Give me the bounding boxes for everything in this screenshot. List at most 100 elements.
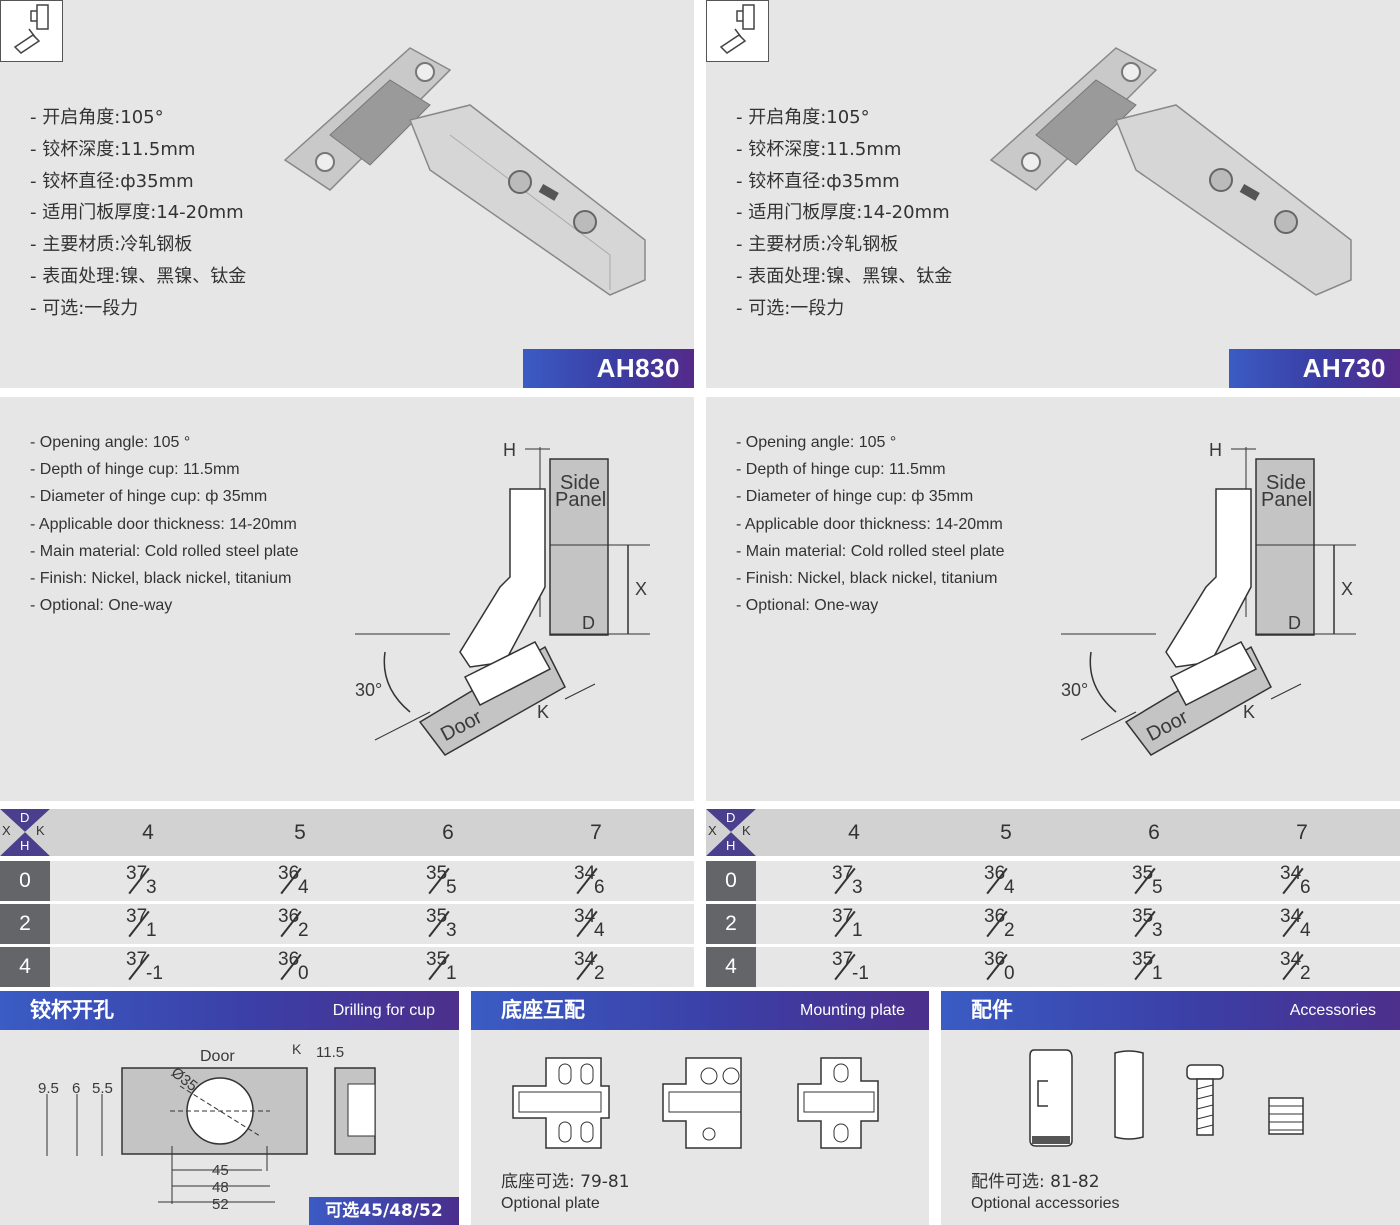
section-header: 底座互配 Mounting plate xyxy=(471,991,929,1030)
section-title-cn: 配件 xyxy=(971,998,1013,1022)
hinge-install-diagram xyxy=(355,447,650,756)
dim-label: 9.5 xyxy=(38,1080,59,1097)
product-panel-ah730: - 开启角度:105° - 铰杯深度:11.5mm - 铰杯直径:ф35mm -… xyxy=(706,0,1400,388)
mounting-plate-icon xyxy=(662,1057,742,1149)
section-header: 铰杯开孔 Drilling for cup xyxy=(0,991,459,1030)
screw-icon xyxy=(1186,1064,1224,1136)
corner-x: X xyxy=(708,823,717,838)
row-key: 2 xyxy=(0,904,50,944)
drilling-section: 铰杯开孔 Drilling for cup Door K 11.5 Ø35 9.… xyxy=(0,991,459,1225)
col-header: 6 xyxy=(1148,821,1160,844)
dim-x-label: X xyxy=(635,579,648,599)
corner-d: D xyxy=(20,810,30,825)
table-header: X D K H 4 5 6 7 xyxy=(706,809,1400,856)
corner-k: K xyxy=(742,823,751,838)
dim-h-label: H xyxy=(1209,440,1222,460)
spec-list-en: - Opening angle: 105 ° - Depth of hinge … xyxy=(30,434,299,615)
dim-h-label: H xyxy=(503,440,516,460)
depth-label: 11.5 xyxy=(316,1044,345,1061)
angle-label: 30° xyxy=(1061,680,1089,700)
cover-strip-icon xyxy=(1114,1050,1144,1140)
angle-label: 30° xyxy=(355,680,383,700)
hinge-install-diagram xyxy=(1061,447,1356,756)
hinge-type-icon xyxy=(706,0,769,62)
mounting-plate-icon xyxy=(797,1057,879,1149)
accessories-section: 配件 Accessories 配件可选: 81-82 Optional acce… xyxy=(941,991,1400,1225)
spec-diagram-panel-left: - Opening angle: 105 ° - Depth of hinge … xyxy=(0,397,694,801)
dim-label: 5.5 xyxy=(92,1080,113,1097)
drilling-diagram xyxy=(46,1067,376,1204)
dim-label: 52 xyxy=(212,1196,229,1213)
dim-d-label: D xyxy=(1288,613,1301,633)
section-title-cn: 底座互配 xyxy=(501,998,585,1022)
model-badge: AH830 xyxy=(523,349,694,388)
mounting-plate-icon xyxy=(512,1057,610,1149)
option-badge: 可选45/48/52 xyxy=(309,1197,459,1225)
dim-label: 6 xyxy=(72,1080,81,1097)
table-cell: 37-1 xyxy=(832,949,869,984)
row-key: 4 xyxy=(0,947,50,987)
spec-list-en: - Opening angle: 105 ° - Depth of hinge … xyxy=(736,434,1005,615)
row-key: 4 xyxy=(706,947,756,987)
dim-x-label: X xyxy=(1341,579,1354,599)
panel-label: Panel xyxy=(1261,489,1313,511)
col-header: 7 xyxy=(1296,821,1308,844)
section-header: 配件 Accessories xyxy=(941,991,1400,1030)
xdhk-corner-icon xyxy=(706,809,756,856)
dowel-icon xyxy=(1268,1097,1304,1135)
cover-cap-icon xyxy=(1029,1049,1073,1147)
dim-k-label: K xyxy=(1243,702,1256,722)
accessories-caption: 配件可选: 81-82 Optional accessories xyxy=(971,1172,1120,1212)
hinge-product-image xyxy=(989,47,1352,296)
corner-h: H xyxy=(726,838,736,853)
spec-diagram-panel-right: - Opening angle: 105 ° - Depth of hinge … xyxy=(706,397,1400,801)
spec-list-cn: - 开启角度:105° - 铰杯深度:11.5mm - 铰杯直径:ф35mm -… xyxy=(736,107,953,319)
section-title-en: Drilling for cup xyxy=(332,1002,435,1019)
hinge-type-icon xyxy=(0,0,63,62)
side-label: Side xyxy=(560,472,601,494)
panel-label: Panel xyxy=(555,489,607,511)
row-key: 0 xyxy=(706,861,756,901)
mounting-section: 底座互配 Mounting plate 底座可选: 79-81 Optional… xyxy=(471,991,929,1225)
section-title-en: Accessories xyxy=(1289,1002,1376,1019)
xdhk-corner-icon xyxy=(0,809,50,856)
corner-x: X xyxy=(2,823,11,838)
section-title-cn: 铰杯开孔 xyxy=(30,998,114,1022)
section-title-en: Mounting plate xyxy=(800,1002,905,1019)
k-label: K xyxy=(292,1041,302,1057)
col-header: 5 xyxy=(294,821,306,844)
mounting-caption: 底座可选: 79-81 Optional plate xyxy=(501,1172,630,1212)
col-header: 5 xyxy=(1000,821,1012,844)
dim-k-label: K xyxy=(537,702,550,722)
door-label: Door xyxy=(200,1048,235,1065)
corner-d: D xyxy=(726,810,736,825)
side-label: Side xyxy=(1266,472,1307,494)
product-panel-ah830: - 开启角度:105° - 铰杯深度:11.5mm - 铰杯直径:ф35mm -… xyxy=(0,0,694,388)
dim-label: 48 xyxy=(212,1179,229,1196)
